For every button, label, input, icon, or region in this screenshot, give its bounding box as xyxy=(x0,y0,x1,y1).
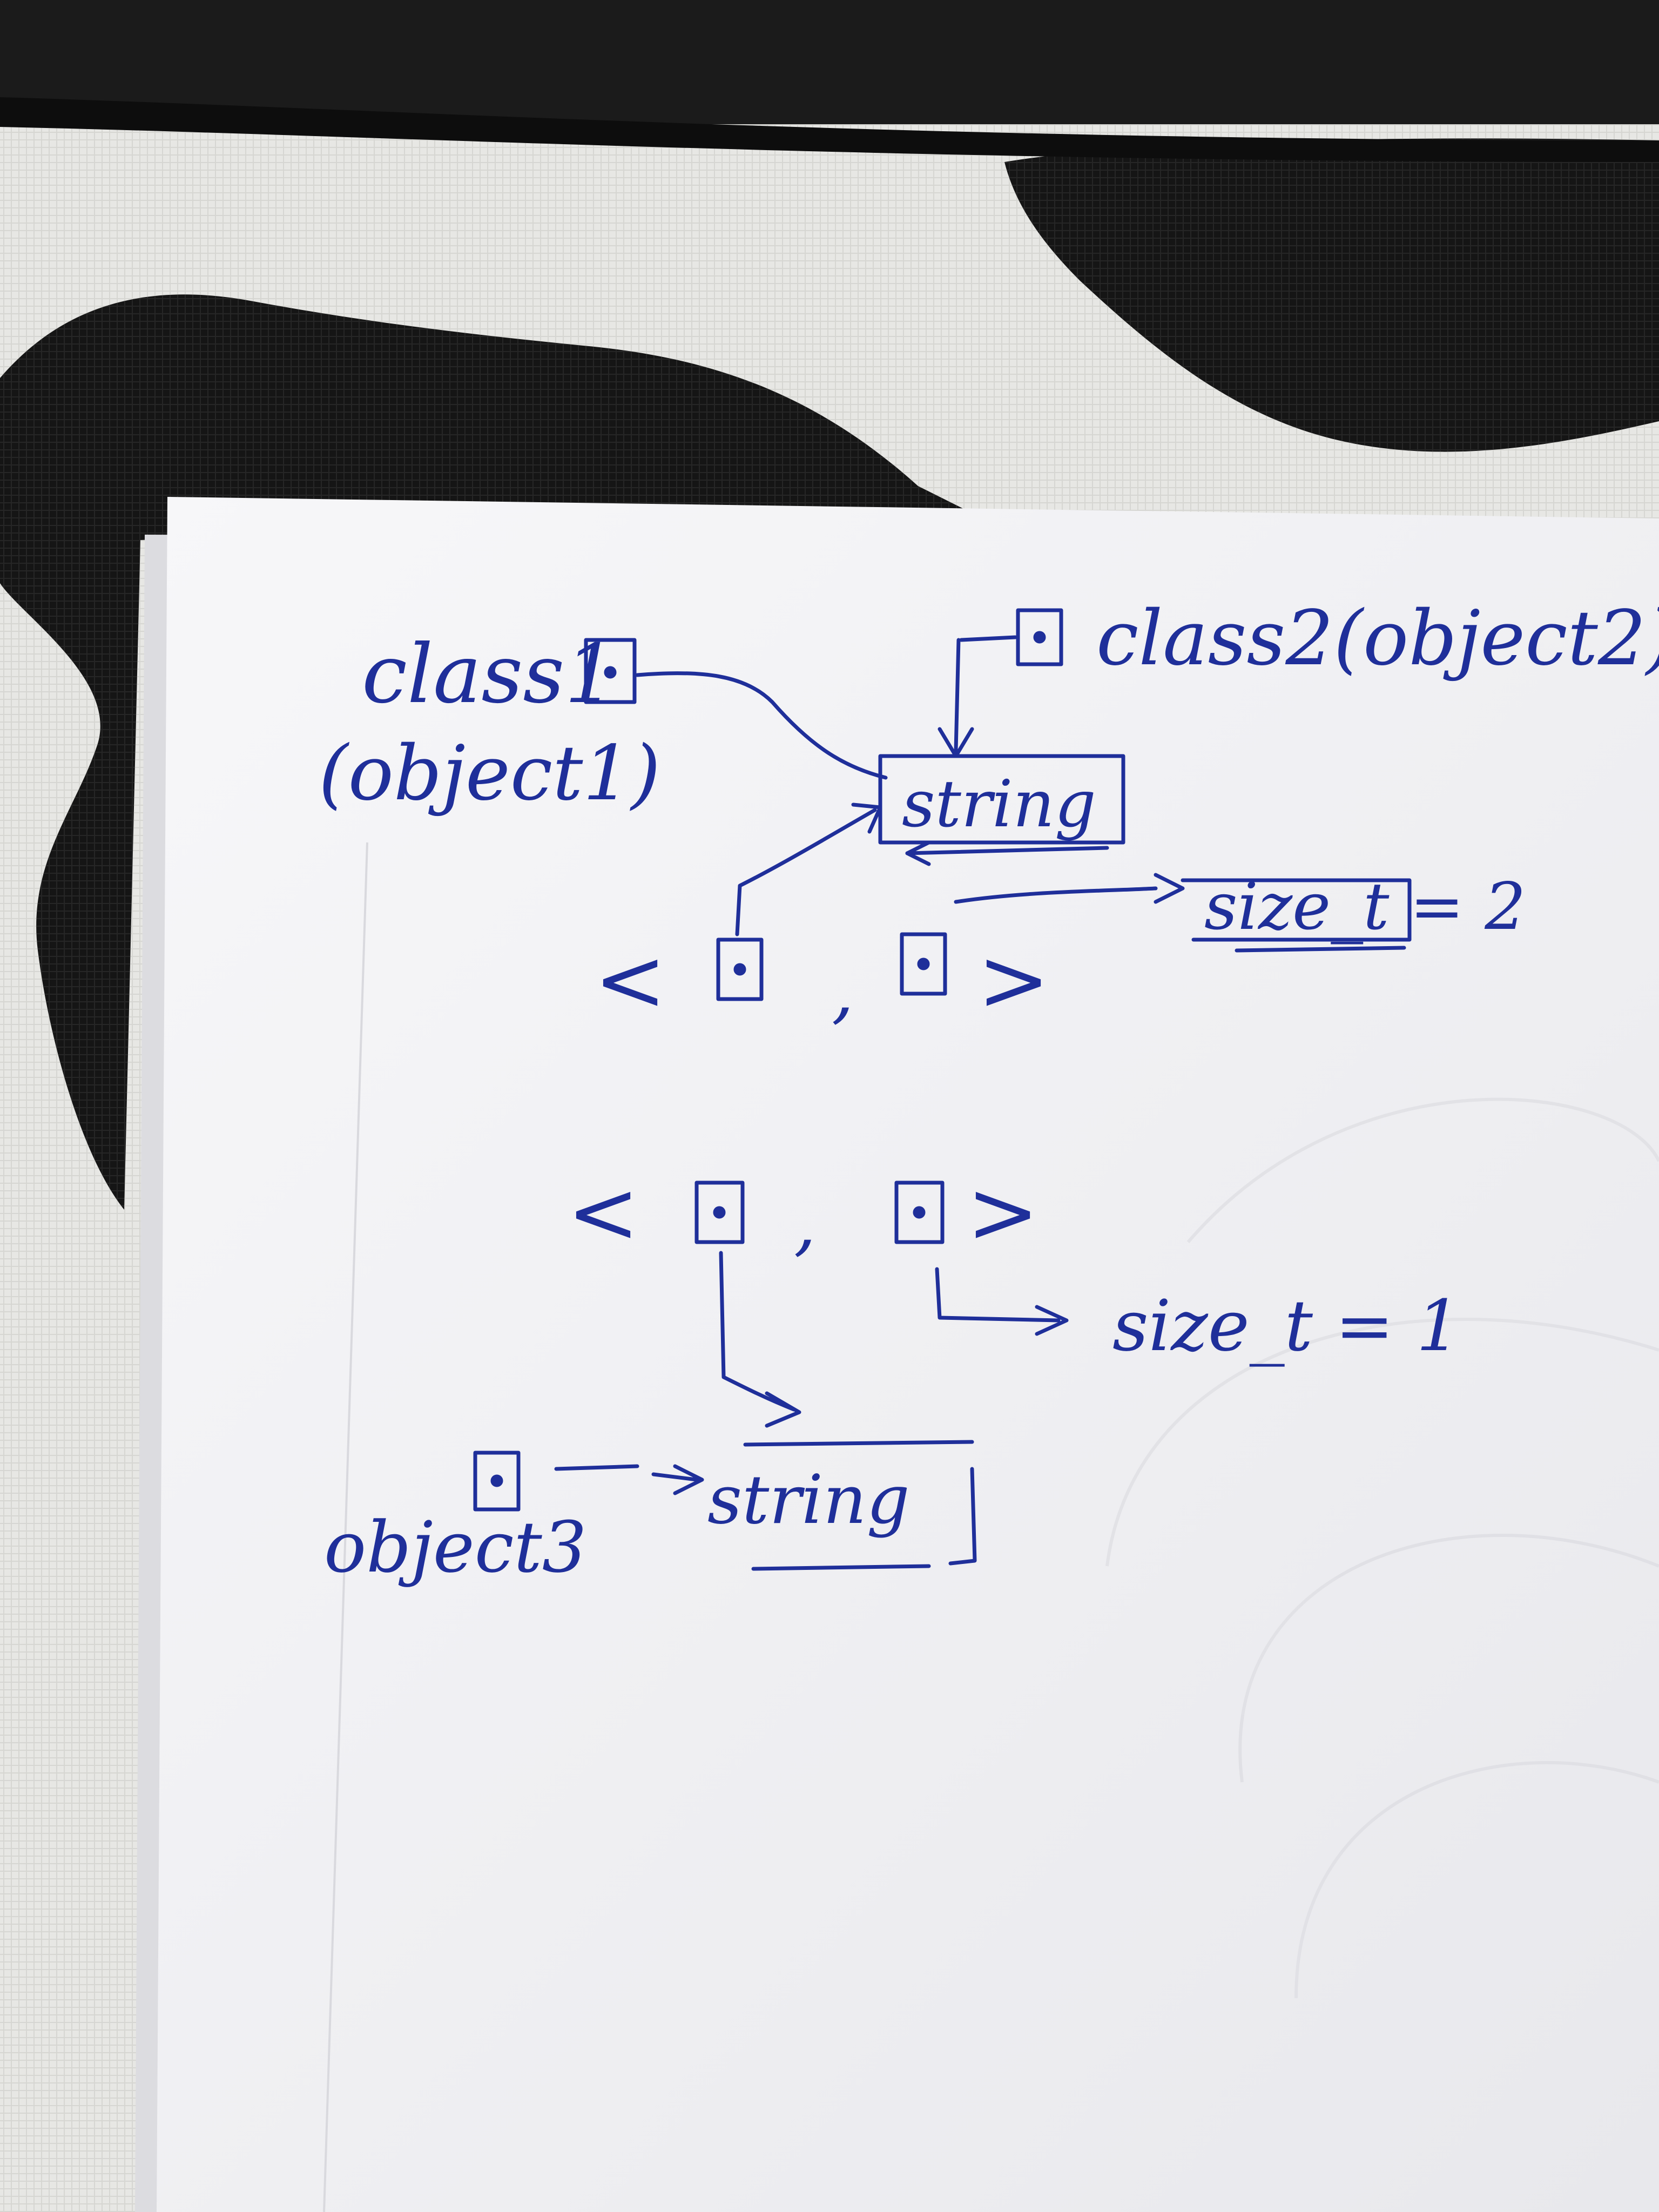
tuple1-ptr-a xyxy=(716,938,764,1001)
size-top-underline xyxy=(1235,946,1406,953)
tuple2-ptr-b xyxy=(894,1181,945,1244)
object1-label: (object1) xyxy=(319,730,660,818)
faint-show-through xyxy=(1105,1097,1659,1999)
dark-device-edge xyxy=(0,0,1659,124)
tuple2-comma: , xyxy=(794,1182,816,1264)
size-top-arrow xyxy=(954,873,1185,904)
size-bottom-label: size_t = 1 xyxy=(1112,1285,1461,1367)
tuple2-arrow-down xyxy=(719,1251,801,1428)
tuple1-arrow-to-string xyxy=(735,802,882,936)
size-top-box xyxy=(1181,878,1412,942)
tuple1-close: > xyxy=(977,929,1050,1030)
object3-pointer-box xyxy=(473,1451,521,1512)
size-bottom-arrow xyxy=(935,1267,1069,1336)
tuple2-ptr-a xyxy=(694,1181,745,1244)
dark-device-shadow xyxy=(0,97,1659,162)
black-cloth-top xyxy=(1004,138,1659,452)
object3-label: object3 xyxy=(324,1506,586,1588)
string-top-label: string xyxy=(902,767,1096,842)
class1-pointer-box xyxy=(584,638,637,704)
class1-arrow xyxy=(635,671,888,780)
notebook-page xyxy=(157,497,1659,2212)
size-top-label: size_t = 2 xyxy=(1204,869,1526,945)
class2-pointer-box xyxy=(1016,608,1063,666)
class2-stub xyxy=(959,635,1017,642)
page-margin-line xyxy=(323,842,368,2212)
tuple1-comma: , xyxy=(832,950,854,1032)
tuple2-open: < xyxy=(567,1162,639,1263)
string-bottom-label: string xyxy=(707,1461,910,1539)
string-box-bottom xyxy=(743,1440,977,1571)
ink-diagram: class1 (object1) class2(object2) string … xyxy=(319,595,1659,1588)
object3-arrow xyxy=(554,1464,704,1495)
class2-label: class2(object2) xyxy=(1096,595,1659,683)
tuple1-ptr-b xyxy=(900,932,947,996)
tuple1-open: < xyxy=(594,929,666,1030)
string-box-top xyxy=(878,754,1125,866)
tuple2-close: > xyxy=(967,1162,1039,1263)
class1-label: class1 xyxy=(362,628,616,721)
